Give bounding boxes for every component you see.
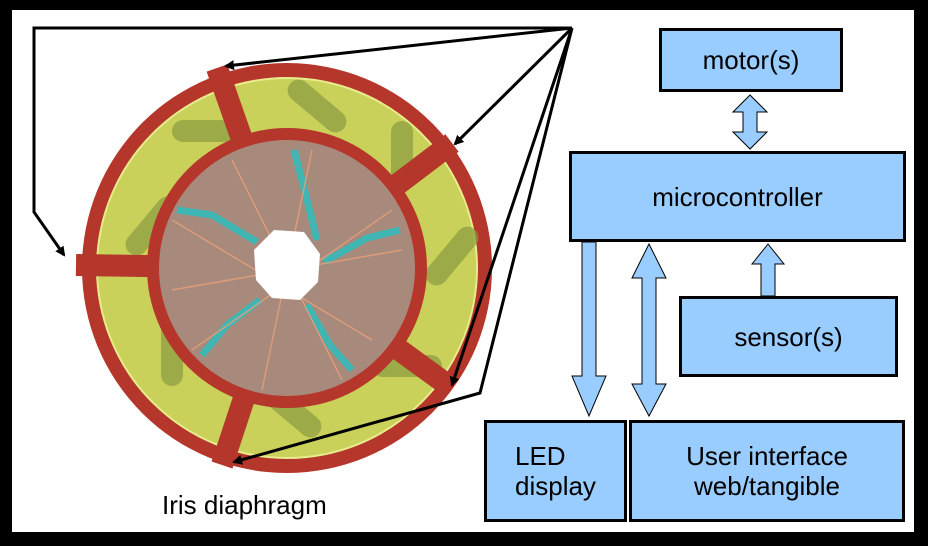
motor-label: motor(s) <box>702 45 800 75</box>
pointer-lines <box>32 26 574 465</box>
led-display-box: LED display <box>484 420 627 522</box>
iris-aperture <box>254 230 320 300</box>
iris-caption: Iris diaphragm <box>162 490 327 520</box>
arrow-micro-led <box>571 241 607 418</box>
diagram-canvas: motor(s) microcontroller sensor(s) LED d… <box>12 10 914 532</box>
arrow-sensor-micro <box>750 243 786 297</box>
arrow-motor-micro <box>731 94 769 150</box>
arrow-micro-ui <box>631 242 667 418</box>
user-interface-box: User interface web/tangible <box>629 420 905 522</box>
motor-box: motor(s) <box>659 28 843 92</box>
iris-diaphragm-illustration <box>32 26 786 473</box>
led-display-label: LED display <box>515 441 596 501</box>
user-interface-label: User interface web/tangible <box>686 441 848 501</box>
microcontroller-box: microcontroller <box>569 151 906 242</box>
sensor-box: sensor(s) <box>679 296 898 377</box>
microcontroller-label: microcontroller <box>652 181 823 212</box>
sensor-label: sensor(s) <box>734 321 843 352</box>
